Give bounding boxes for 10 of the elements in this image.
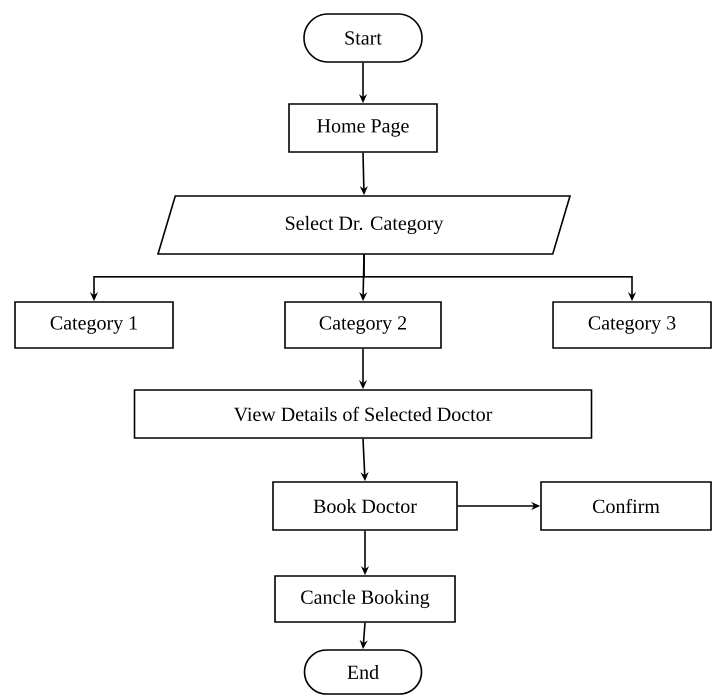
process-box: Category 2 [284,301,442,349]
process-box: Category 3 [552,301,712,349]
terminal-box: End [304,649,422,695]
terminal-box: Start [303,13,423,63]
process-box: Home Page [288,103,438,153]
process-box: Confirm [540,481,712,531]
process-box: Book Doctor [272,481,458,531]
process-box: Cancle Booking [274,575,456,623]
process-box: Category 1 [14,301,174,349]
process-box: View Details of Selected Doctor [134,389,592,439]
